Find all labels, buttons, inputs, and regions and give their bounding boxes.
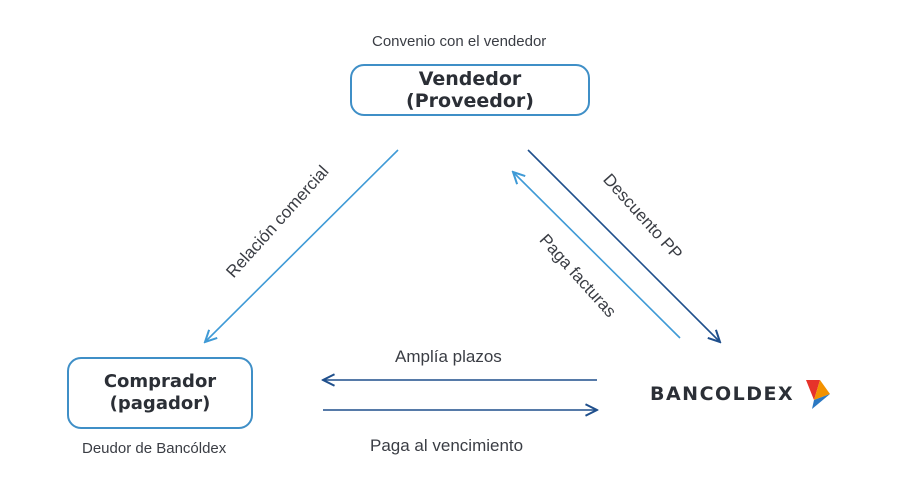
arrow-relacion-comercial (205, 149, 399, 342)
buyer-node: Comprador (pagador) (67, 357, 253, 429)
vendor-node: Vendedor (Proveedor) (350, 64, 590, 116)
logo-mark-icon (806, 380, 831, 409)
arrow-paga-facturas (513, 172, 681, 339)
vendor-caption: Convenio con el vendedor (372, 33, 547, 50)
arrow-descuento-pp (527, 149, 720, 342)
buyer-caption: Deudor de Bancóldex (82, 440, 227, 457)
bancoldex-logo: BANCOLDEX (650, 378, 832, 410)
label-paga-al-vencimiento: Paga al vencimiento (370, 436, 524, 455)
logo-wordmark: BANCOLDEX (650, 383, 795, 405)
label-amplia-plazos: Amplía plazos (395, 347, 502, 366)
